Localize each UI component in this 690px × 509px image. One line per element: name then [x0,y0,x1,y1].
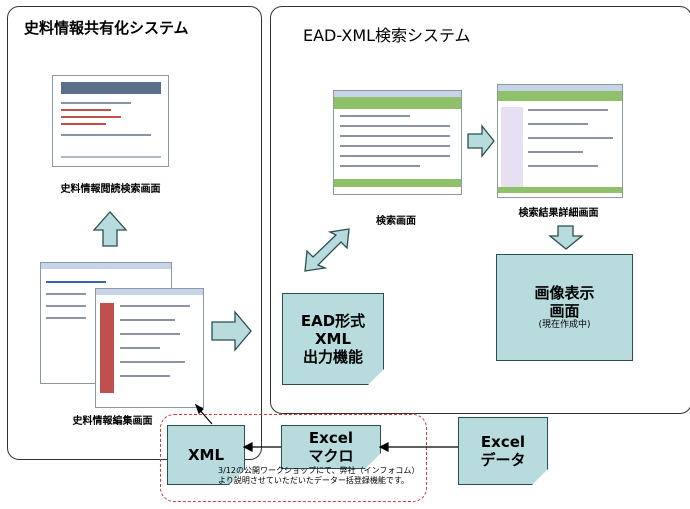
excel-macro-line1: Excel [308,429,354,447]
edit-screenshot-front [95,288,204,408]
arrowhead-xml-to-edit [194,403,204,415]
arrowhead-data-to-macro [378,442,389,452]
excel-data-line1: Excel [480,433,526,451]
right-arrow-search-to-detail [467,124,495,158]
excel-data-box: Excel データ [458,417,548,485]
right-arrow-to-ead [211,310,252,352]
browse-search-caption: 史料情報閲読検索画面 [60,184,161,195]
ead-output-line1: EAD形式 [300,312,366,330]
excel-macro-line2: マクロ [308,447,354,465]
xml-box-label: XML [187,446,225,464]
up-arrow-edit-to-browse [92,211,128,247]
excel-data-line2: データ [480,451,526,469]
image-display-line2: 画面 [549,302,580,321]
right-panel-title: EAD-XML検索システム [303,26,471,45]
down-arrow-detail-to-image [548,225,584,250]
edit-caption: 史料情報編集画面 [72,416,153,427]
highlight-frame [160,414,427,502]
image-display-line1: 画像表示 [534,284,595,303]
result-detail-screenshot [497,84,623,198]
ead-output-line2: XML [314,330,352,348]
image-display-note: (現在作成中) [538,320,591,331]
search-caption: 検索画面 [376,216,416,227]
note-text: 3/12の公開ワークショップにて、弊社（インフォコム）より説明させていただいたデ… [218,466,416,485]
double-arrow-search-to-ead [304,228,350,272]
excel-macro-box: Excel マクロ [281,425,381,469]
ead-output-box: EAD形式 XML 出力機能 [282,293,384,385]
ead-output-line3: 出力機能 [302,348,363,366]
search-screenshot [333,90,462,195]
browse-search-screenshot [52,75,169,167]
xml-box: XML [167,425,245,485]
result-detail-caption: 検索結果詳細画面 [518,208,599,219]
left-panel-title: 史料情報共有化システム [24,19,189,37]
arrowhead-macro-to-xml [242,442,253,452]
image-display-box: 画像表示 画面 (現在作成中) [496,254,633,361]
